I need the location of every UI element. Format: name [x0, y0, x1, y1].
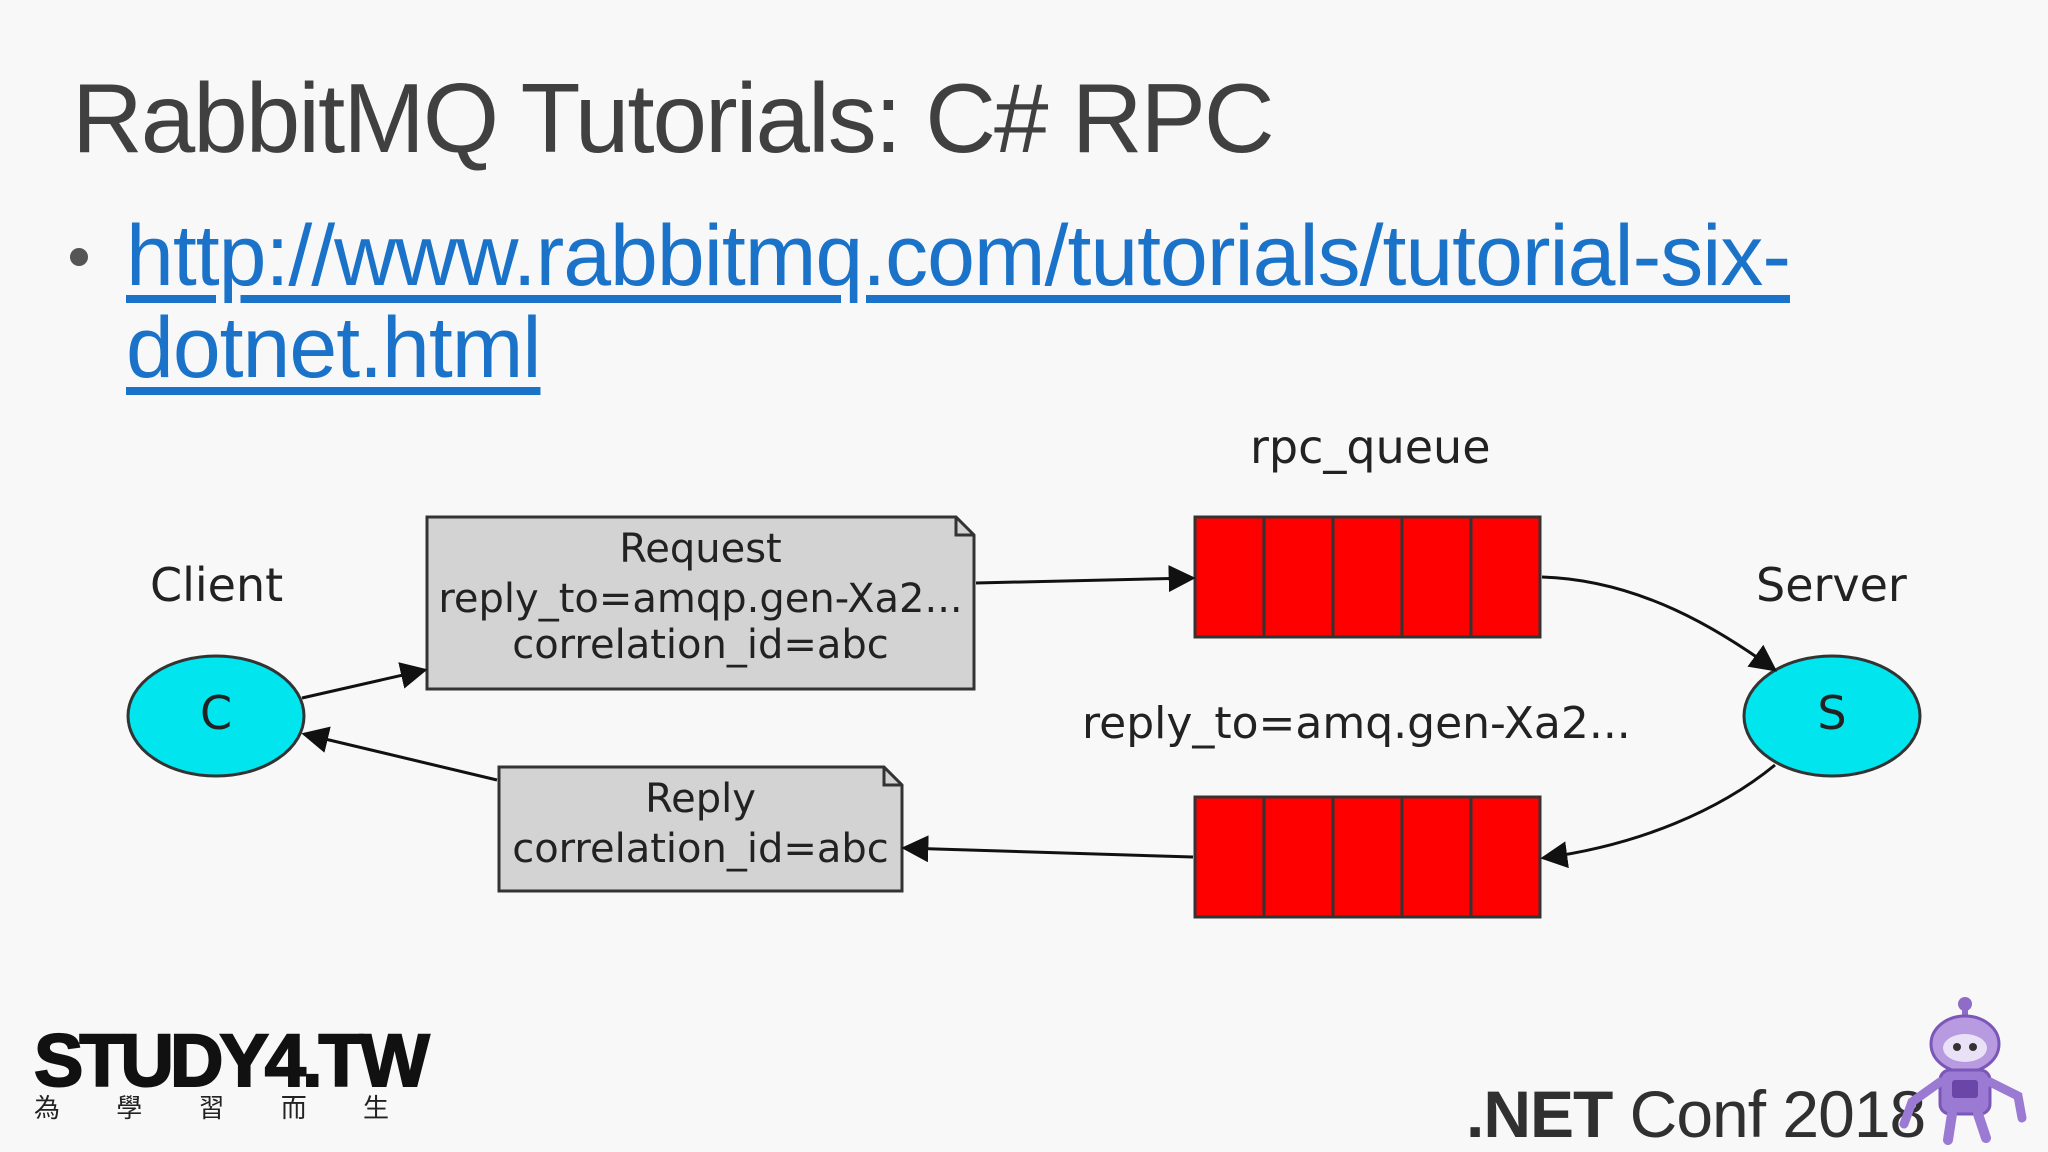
reply-queue: [1193, 795, 1542, 919]
bullet-dot-icon: [70, 248, 88, 266]
server-label: Server: [1756, 558, 1907, 612]
reply-title: Reply: [645, 776, 756, 822]
edge-client-to-request: [301, 662, 428, 700]
netconf-rest: Conf 2018: [1612, 1077, 1927, 1151]
slide-title: RabbitMQ Tutorials: C# RPC: [72, 63, 1275, 173]
study4-sub-char: 習: [198, 1094, 225, 1124]
request-message-box: [425, 515, 976, 691]
study4-sub-char: 為: [34, 1094, 61, 1124]
study4-subtitle: 為 學 習 而 生: [34, 1088, 389, 1125]
reply-queue-label: reply_to=amq.gen-Xa2...: [1082, 698, 1631, 749]
study4-logo: STUDY4.TW: [33, 1018, 431, 1103]
study4-sub-char: 學: [116, 1094, 143, 1124]
edge-reply-queue-to-reply: [901, 835, 1194, 863]
request-title: Request: [619, 526, 782, 572]
client-label: Client: [150, 558, 284, 612]
dotnet-bot-icon: [1899, 997, 2027, 1145]
edge-queue-to-server: [1541, 575, 1778, 672]
edge-request-to-queue: [975, 565, 1196, 593]
rpc-queue: [1193, 515, 1542, 639]
tutorial-link[interactable]: http://www.rabbitmq.com/tutorials/tutori…: [126, 208, 1791, 396]
client-node-label: C: [199, 686, 233, 740]
edge-reply-to-client: [301, 726, 498, 782]
netconf-logo: .NET Conf 2018: [1466, 1076, 1927, 1152]
request-correlation-id: correlation_id=abc: [512, 622, 889, 668]
server-node: [1742, 654, 1922, 778]
edge-server-to-reply-queue: [1540, 763, 1776, 869]
client-node: [126, 654, 306, 778]
netconf-bold: .NET: [1466, 1077, 1613, 1151]
request-reply-to: reply_to=amqp.gen-Xa2...: [438, 576, 963, 622]
study4-sub-char: 生: [362, 1094, 389, 1124]
server-node-label: S: [1817, 686, 1847, 740]
reply-correlation-id: correlation_id=abc: [512, 826, 889, 872]
study4-sub-char: 而: [280, 1094, 307, 1124]
rpc-queue-label: rpc_queue: [1250, 420, 1491, 474]
